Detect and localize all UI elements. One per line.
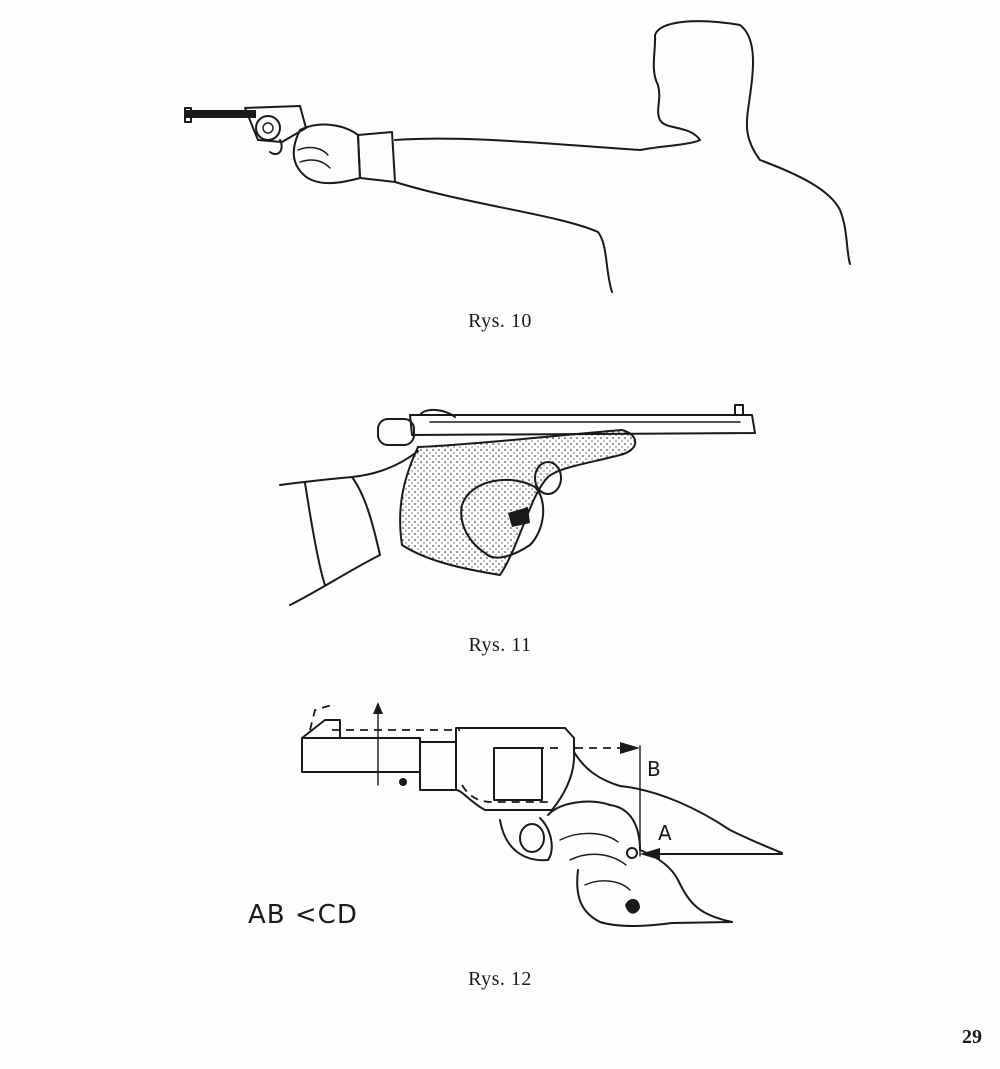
point-a-label: A (658, 821, 672, 845)
caption-rys-11: Rys. 11 (468, 634, 532, 656)
figure-12: B A (0, 690, 1000, 950)
caption-rys-10: Rys. 10 (468, 310, 532, 332)
inequality-label: AB <CD (248, 900, 358, 930)
figure-11 (0, 395, 1000, 615)
page-number: 29 (962, 1026, 982, 1048)
figure-10 (0, 0, 1000, 300)
pistol-grip-drawing (279, 404, 756, 606)
caption-rys-12: Rys. 12 (468, 968, 532, 990)
shooter-silhouette-drawing (184, 20, 851, 293)
point-b-label: B (647, 757, 661, 781)
revolver-schematic-drawing: B A (301, 702, 783, 927)
